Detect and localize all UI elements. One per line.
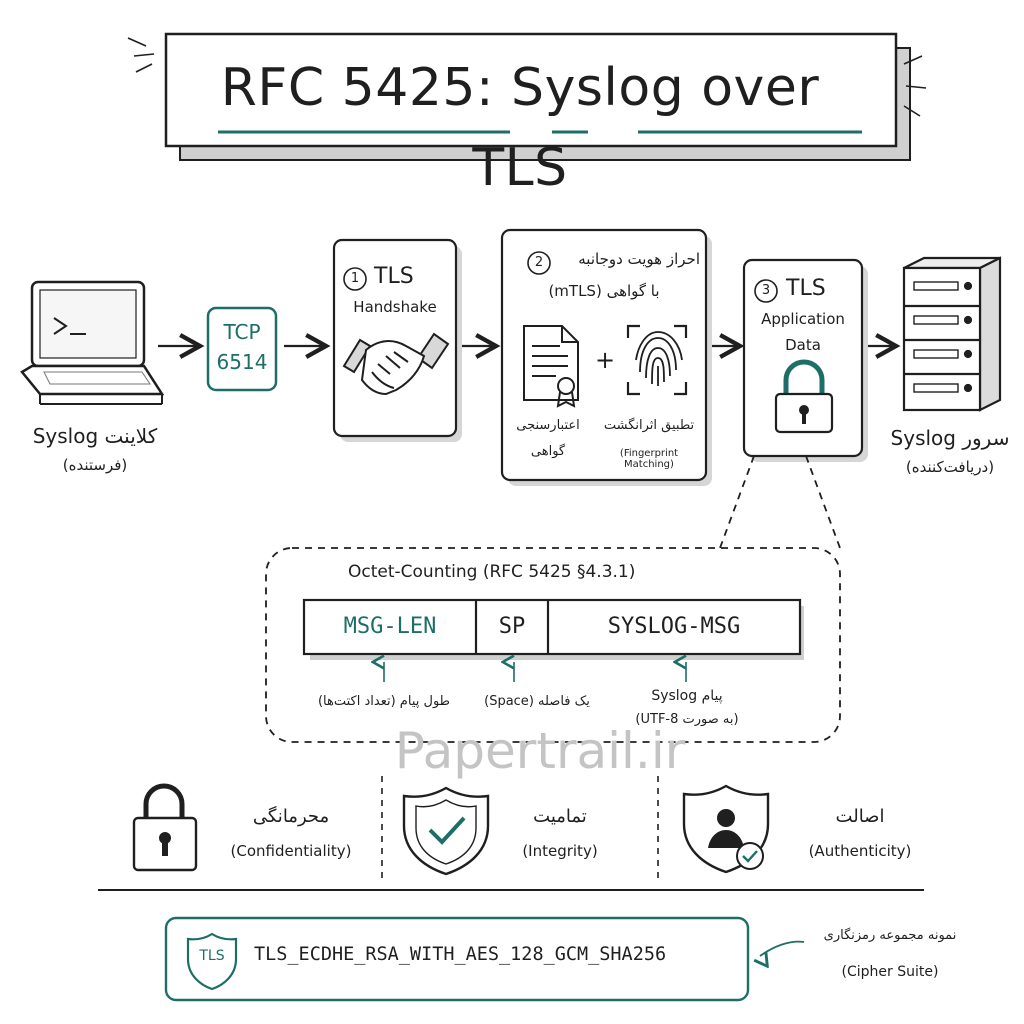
handshake-icon bbox=[342, 332, 450, 396]
desc-sp: یک فاصله (Space) bbox=[484, 694, 590, 709]
lock-icon bbox=[132, 783, 198, 872]
step2-box bbox=[500, 228, 712, 486]
step3-subtitle: Application bbox=[761, 310, 845, 328]
step1-subtitle: Handshake bbox=[353, 298, 437, 316]
cert-label-2: گواهی bbox=[530, 444, 566, 459]
fingerprint-label: تطبیق اثرانگشت bbox=[603, 418, 695, 433]
padlock-icon bbox=[774, 359, 834, 434]
step2-subtitle: با گواهی (mTLS) bbox=[548, 282, 660, 300]
pillar-separators bbox=[381, 776, 659, 878]
desc-syslog-msg-2: (به صورت UTF-8) bbox=[635, 712, 739, 727]
step1-number: 1 bbox=[350, 271, 360, 286]
fingerprint-icon bbox=[626, 324, 688, 396]
cipher-box bbox=[164, 916, 750, 1002]
field-sp: SP bbox=[498, 614, 526, 639]
cipher-suite: TLS_ECDHE_RSA_WITH_AES_128_GCM_SHA256 bbox=[254, 944, 667, 965]
desc-syslog-msg: پیام Syslog bbox=[651, 688, 723, 704]
cipher-note-arrow bbox=[760, 940, 805, 956]
field-msg-len: MSG-LEN bbox=[343, 614, 437, 639]
tcp-box bbox=[206, 306, 278, 392]
server-label: سرور Syslog bbox=[890, 426, 1010, 450]
cert-label: اعتبارسنجی bbox=[516, 418, 580, 433]
pillar-authenticity: اصالت bbox=[835, 806, 885, 827]
page-title: RFC 5425: Syslog over TLS bbox=[220, 58, 820, 198]
packet-bar bbox=[302, 598, 804, 660]
step1-title: TLS bbox=[374, 264, 414, 289]
pillar-confidentiality: محرمانگی bbox=[252, 806, 330, 827]
step3-subtitle-2: Data bbox=[785, 336, 821, 354]
step2-number: 2 bbox=[534, 255, 544, 270]
step3-title: TLS bbox=[786, 276, 826, 301]
user-shield-icon bbox=[682, 784, 770, 874]
certificate-icon bbox=[523, 325, 579, 408]
title-frame bbox=[127, 32, 927, 161]
cipher-note: نمونه مجموعه رمزنگاری bbox=[823, 928, 957, 943]
pillar-authenticity-en: (Authenticity) bbox=[808, 842, 912, 860]
desc-msg-len: طول پیام (تعداد اکتت‌ها) bbox=[317, 694, 451, 709]
client-label: کلاینت Syslog bbox=[32, 424, 158, 448]
tcp-label: TCP bbox=[223, 320, 261, 344]
plus-sign: + bbox=[594, 346, 616, 374]
field-syslog-msg: SYSLOG-MSG bbox=[607, 614, 741, 639]
cipher-note-en: (Cipher Suite) bbox=[841, 964, 939, 980]
shield-check-icon bbox=[402, 786, 490, 876]
laptop-icon bbox=[20, 280, 165, 405]
step3-number: 3 bbox=[761, 283, 771, 298]
step2-title: احراز هویت دوجانبه bbox=[578, 250, 700, 268]
cipher-badge: TLS bbox=[199, 948, 225, 964]
field-pointers bbox=[384, 662, 687, 682]
pillar-confidentiality-en: (Confidentiality) bbox=[230, 842, 352, 860]
tcp-port: 6514 bbox=[216, 350, 268, 374]
server-sublabel: (دریافت‌کننده) bbox=[905, 458, 995, 476]
watermark: Papertrail.ir bbox=[394, 722, 686, 780]
pillar-integrity: تمامیت bbox=[533, 806, 587, 827]
server-icon bbox=[902, 256, 1002, 412]
octet-box bbox=[265, 455, 841, 743]
pillar-integrity-en: (Integrity) bbox=[522, 842, 598, 860]
fingerprint-sublabel: (Fingerprint Matching) bbox=[619, 448, 679, 470]
octet-title: Octet-Counting (RFC 5425 §4.3.1) bbox=[348, 562, 636, 582]
client-sublabel: (فرستنده) bbox=[62, 456, 128, 474]
